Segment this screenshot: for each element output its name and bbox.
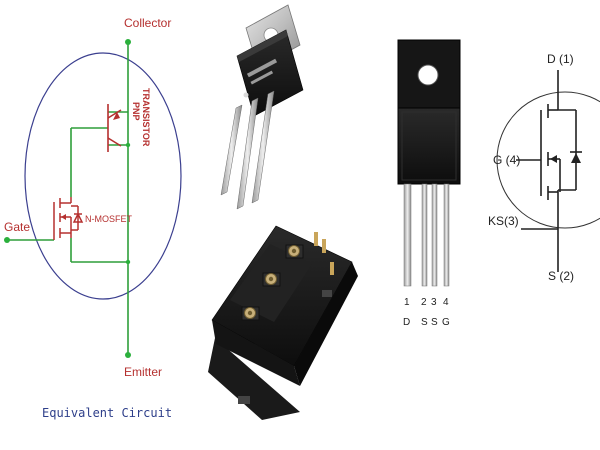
junction-node-bottom <box>125 259 131 265</box>
n-mosfet-symbol <box>53 197 84 240</box>
emitter-label: Emitter <box>124 365 162 379</box>
circuit-caption: Equivalent Circuit <box>42 406 172 420</box>
to220-package-photo <box>220 4 304 210</box>
gate-label: Gate <box>4 220 30 234</box>
pin-name-4: G <box>442 317 450 328</box>
igbt-module-photo <box>208 225 358 420</box>
sic-mosfet-symbol: D (1) G (4) KS(3) S (2) <box>488 52 600 283</box>
source-label: S (2) <box>548 269 574 283</box>
pin-name-1: D <box>403 317 410 328</box>
pin-number-1: 1 <box>404 297 410 308</box>
mosfet-label: N-MOSFET <box>85 214 132 224</box>
junction-node-top <box>125 142 131 148</box>
drain-label: D (1) <box>547 52 574 66</box>
enclosure-circle <box>24 52 182 300</box>
collector-node <box>125 39 131 45</box>
to247-pin-numbers: 1 2 3 4 <box>404 297 449 308</box>
kelvin-source-label: KS(3) <box>488 214 519 228</box>
mosfet-enclosure-circle <box>496 91 600 229</box>
gate-node <box>4 237 10 243</box>
transistor-label-transistor: TRANSISTOR <box>141 88 151 147</box>
emitter-node <box>125 352 131 358</box>
transistor-label-pnp: PNP <box>131 102 141 121</box>
pin-name-2: S <box>421 317 428 328</box>
collector-label: Collector <box>124 16 171 30</box>
pin-number-3: 3 <box>431 297 437 308</box>
to247-package-photo: 1 2 3 4 D S S G <box>397 39 461 328</box>
module-terminals <box>241 232 334 321</box>
equivalent-circuit: PNP TRANSISTOR Collector Emitter <box>4 16 182 420</box>
to247-pin-names: D S S G <box>403 317 450 328</box>
pnp-transistor-symbol <box>107 104 122 152</box>
gate-pin-label: G (4) <box>493 153 520 167</box>
pin-number-4: 4 <box>443 297 449 308</box>
pin-number-2: 2 <box>421 297 427 308</box>
circuit-wires <box>7 42 129 355</box>
pin-name-3: S <box>431 317 438 328</box>
